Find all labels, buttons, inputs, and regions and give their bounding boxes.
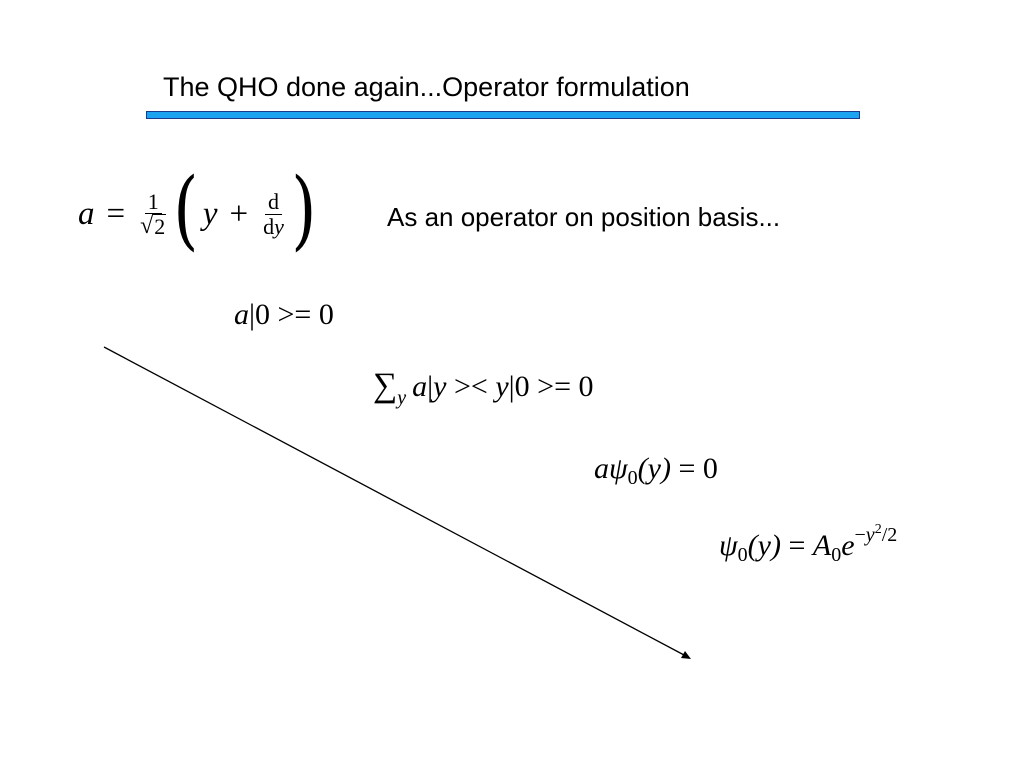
sqrt-sign-icon: √ xyxy=(140,213,154,239)
equation-ground-state-solution: ψ0(y) = A0e−y2/2 xyxy=(719,522,898,566)
eq1-var: y xyxy=(202,195,218,232)
eq5-exponent: −y2/2 xyxy=(854,522,898,546)
arrow-head-icon xyxy=(681,651,691,659)
equation-annihilate-ground: a|0 >= 0 xyxy=(234,298,334,331)
slide-title: The QHO done again...Operator formulatio… xyxy=(163,72,690,102)
eq1-right-paren: ) xyxy=(291,160,317,260)
eq1-fraction-denominator: √ 2 xyxy=(137,214,169,238)
eq1-sqrt-argument: 2 xyxy=(153,214,167,239)
arrow-shaft xyxy=(103,346,685,656)
equation-wavefunction-condition: aψ0(y) = 0 xyxy=(594,452,718,489)
eq1-equals: = xyxy=(106,195,126,232)
eq1-derivative-denominator: dy xyxy=(263,213,284,239)
eq1-derivative-numerator: d xyxy=(265,190,283,215)
eq1-derivative: d dy xyxy=(260,190,287,237)
eq1-sqrt: √ 2 xyxy=(140,213,167,239)
eq1-lhs: a xyxy=(78,195,95,232)
eq3-sum-index: y xyxy=(397,387,407,409)
eq1-fraction-numerator: 1 xyxy=(144,190,162,214)
summation-icon: ∑ xyxy=(373,367,398,404)
title-underline-bar xyxy=(146,111,860,119)
equation-lowering-operator: a = 1 √ 2 ( y + d dy ) xyxy=(78,163,320,265)
eq1-plus: + xyxy=(229,195,249,232)
eq1-left-paren: ( xyxy=(173,160,199,260)
eq1-fraction: 1 √ 2 xyxy=(137,190,169,238)
operator-note: As an operator on position basis... xyxy=(387,202,781,232)
